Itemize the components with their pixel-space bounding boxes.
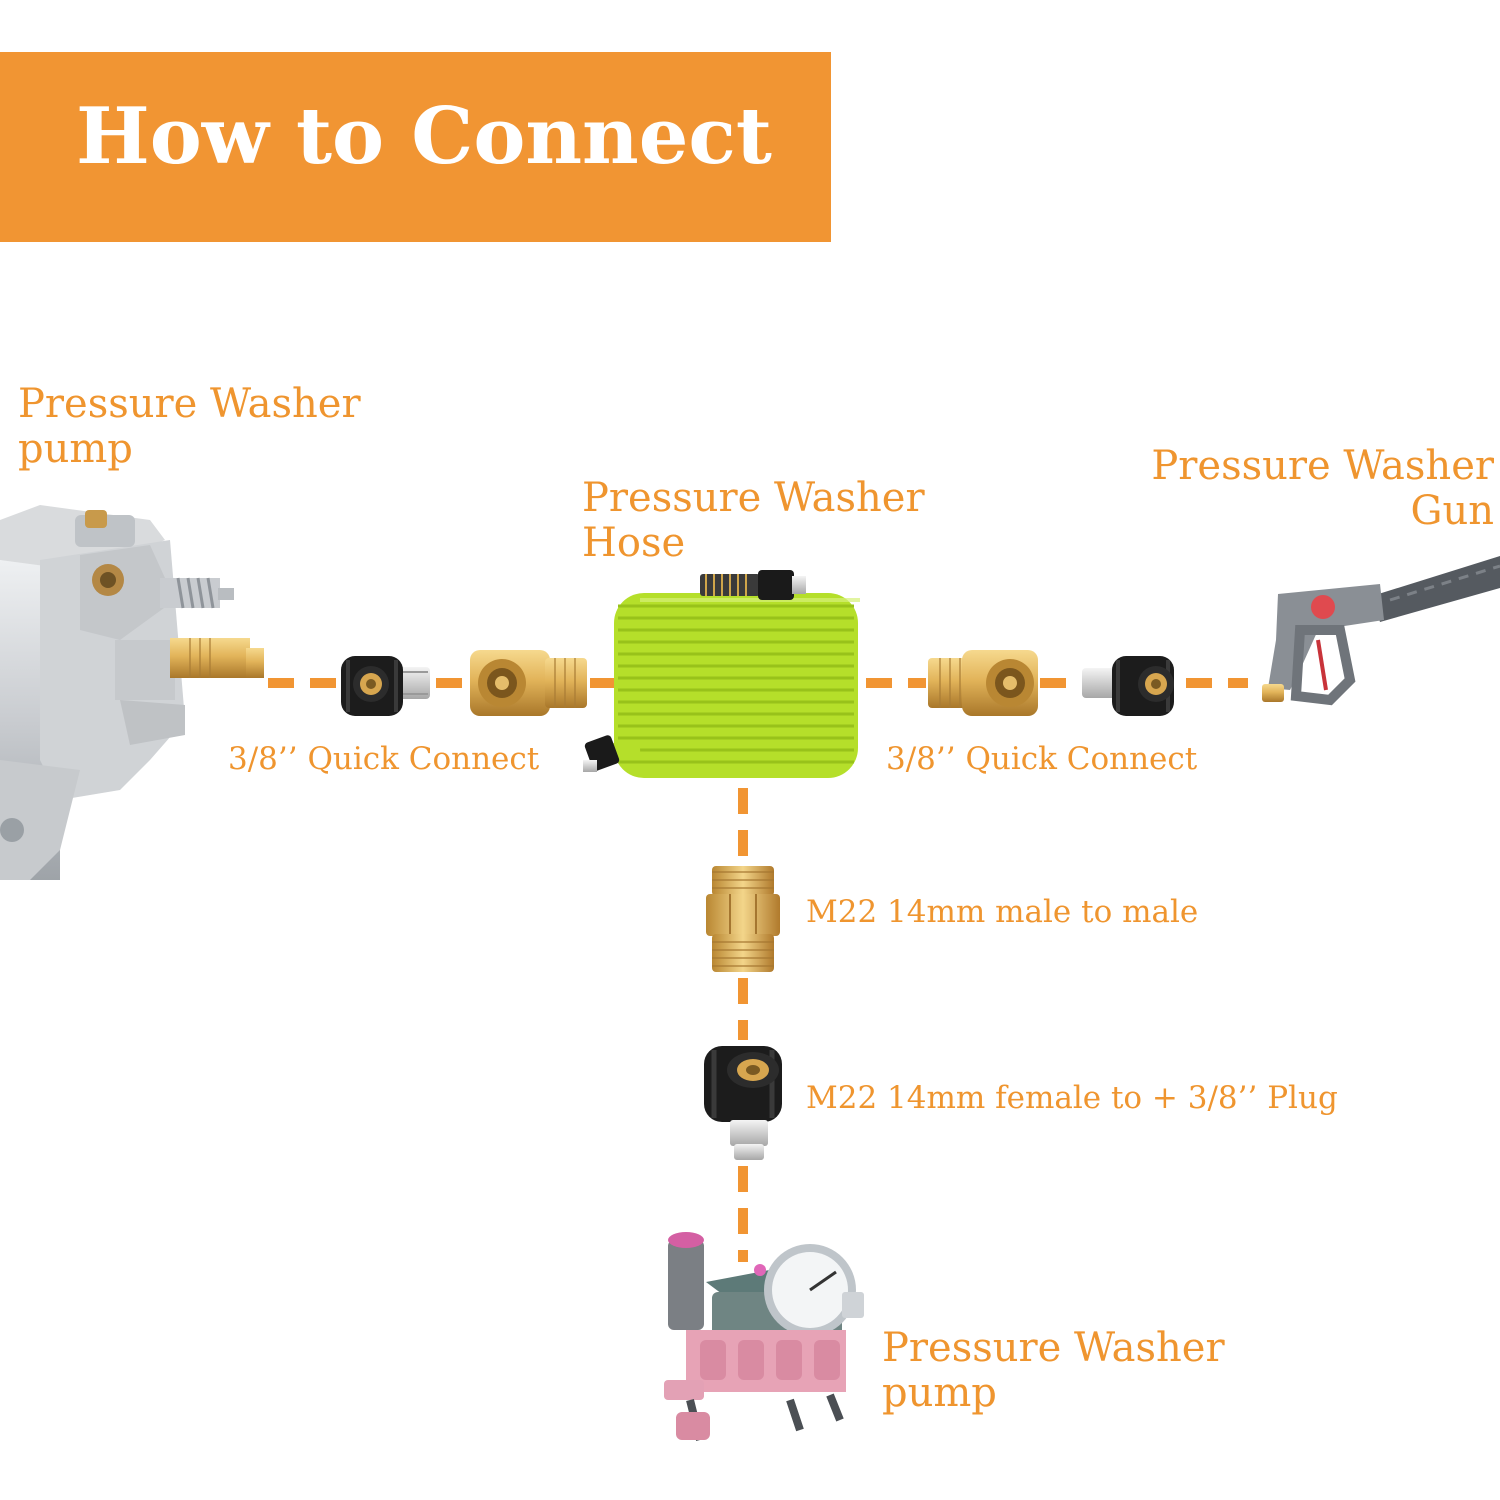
quick-coupler-female-icon [341,656,430,716]
label-m22-male: M22 14mm male to male [806,894,1199,930]
label-gun-line1: Pressure Washer [1151,443,1494,489]
label-hose: Pressure Washer Hose [582,476,925,566]
label-pump-left: Pressure Washer pump [18,382,361,472]
label-pump-bottom: Pressure Washer pump [882,1326,1225,1416]
label-pump-left-line1: Pressure Washer [18,381,361,427]
label-quick-connect-right: 3/8’’ Quick Connect [886,741,1198,777]
m22-female-adapter-icon [704,1046,782,1160]
quick-coupler-female-icon-right [1082,656,1174,716]
label-gun: Pressure Washer Gun [1151,444,1494,534]
label-quick-connect-left: 3/8’’ Quick Connect [228,741,540,777]
m22-male-adapter-icon [706,866,780,972]
connector-dashes [268,678,1248,1262]
label-hose-line1: Pressure Washer [582,475,925,521]
page-title: How to Connect [76,91,772,182]
triplex-pump-icon [664,1232,864,1441]
quick-coupler-brass-icon [470,650,587,716]
label-hose-line2: Hose [582,519,686,566]
label-gun-line2: Gun [1410,487,1494,534]
quick-coupler-brass-icon-right [928,650,1038,716]
pump-left-icon [0,505,264,880]
label-pump-bottom-line2: pump [882,1369,997,1416]
label-m22-female: M22 14mm female to + 3/8’’ Plug [806,1080,1338,1116]
spray-gun-icon [1262,556,1500,706]
label-pump-bottom-line1: Pressure Washer [882,1325,1225,1371]
header-banner [0,52,831,242]
label-pump-left-line2: pump [18,425,133,472]
hose-reel-icon [583,570,860,778]
